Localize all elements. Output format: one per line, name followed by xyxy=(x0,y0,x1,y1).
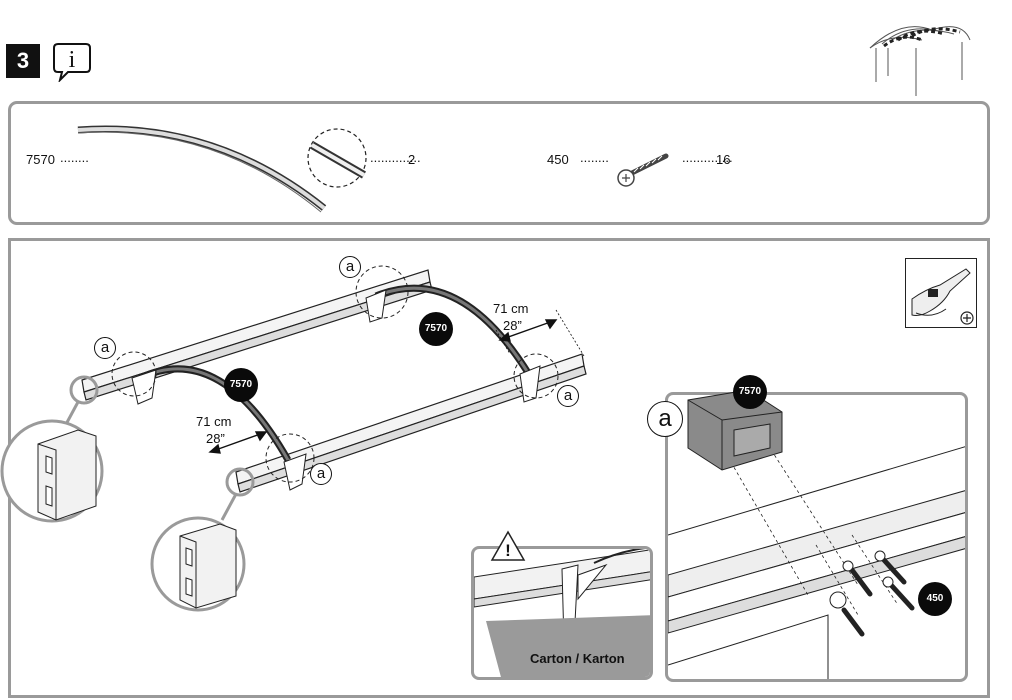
part-badge-7570-front: 7570 xyxy=(224,368,258,402)
carport-overview-icon xyxy=(869,26,971,96)
part-badge-7570-back: 7570 xyxy=(419,312,453,346)
dimension-cm-back: 71 cm xyxy=(493,301,529,316)
part-7570-qty: 2 xyxy=(408,152,416,167)
parts-list-panel xyxy=(8,101,990,225)
part-id-450: 450 xyxy=(547,152,569,167)
arch-detail-zoom xyxy=(307,128,367,188)
callout-a-left: a xyxy=(94,337,116,359)
callout-a-detail: a xyxy=(647,401,683,437)
warning-caption: Carton / Karton xyxy=(530,651,625,666)
part-7570-qty-leader: .............. xyxy=(370,150,421,165)
screw-icon xyxy=(617,153,669,187)
assembly-drawing xyxy=(62,265,587,521)
part-450-qty-leader: .............. xyxy=(682,150,733,165)
detail-a-inset xyxy=(665,392,968,682)
part-badge-450: 450 xyxy=(918,582,952,616)
warning-carton-inset: Carton / Karton xyxy=(471,546,653,680)
arch-profile-icon xyxy=(77,125,327,213)
warning-triangle-icon: ! xyxy=(490,530,526,561)
dimension-in-back: 28” xyxy=(503,318,522,333)
part-id-7570: 7570 xyxy=(26,152,55,167)
svg-text:!: ! xyxy=(505,541,511,560)
part-450-qty: 16 xyxy=(716,152,731,167)
info-bubble-icon: i xyxy=(53,43,91,82)
rail-end-detail-left xyxy=(0,419,104,523)
callout-a-right: a xyxy=(557,385,579,407)
part-450-leader: ........ xyxy=(580,150,609,165)
dimension-cm-front: 71 cm xyxy=(196,414,232,429)
phillips-bit-icon xyxy=(960,311,974,325)
dimension-in-front: 28” xyxy=(206,431,225,446)
power-drill-icon xyxy=(905,258,977,328)
step-number: 3 xyxy=(6,44,40,78)
part-badge-7570-detail: 7570 xyxy=(733,375,767,409)
callout-a-top: a xyxy=(339,256,361,278)
svg-text:i: i xyxy=(69,47,76,73)
callout-a-bottom: a xyxy=(310,463,332,485)
arch-profile-detail xyxy=(687,390,783,471)
part-7570-leader: ........ xyxy=(60,150,89,165)
screws-group xyxy=(829,550,915,637)
rail-end-detail-right xyxy=(150,516,246,612)
